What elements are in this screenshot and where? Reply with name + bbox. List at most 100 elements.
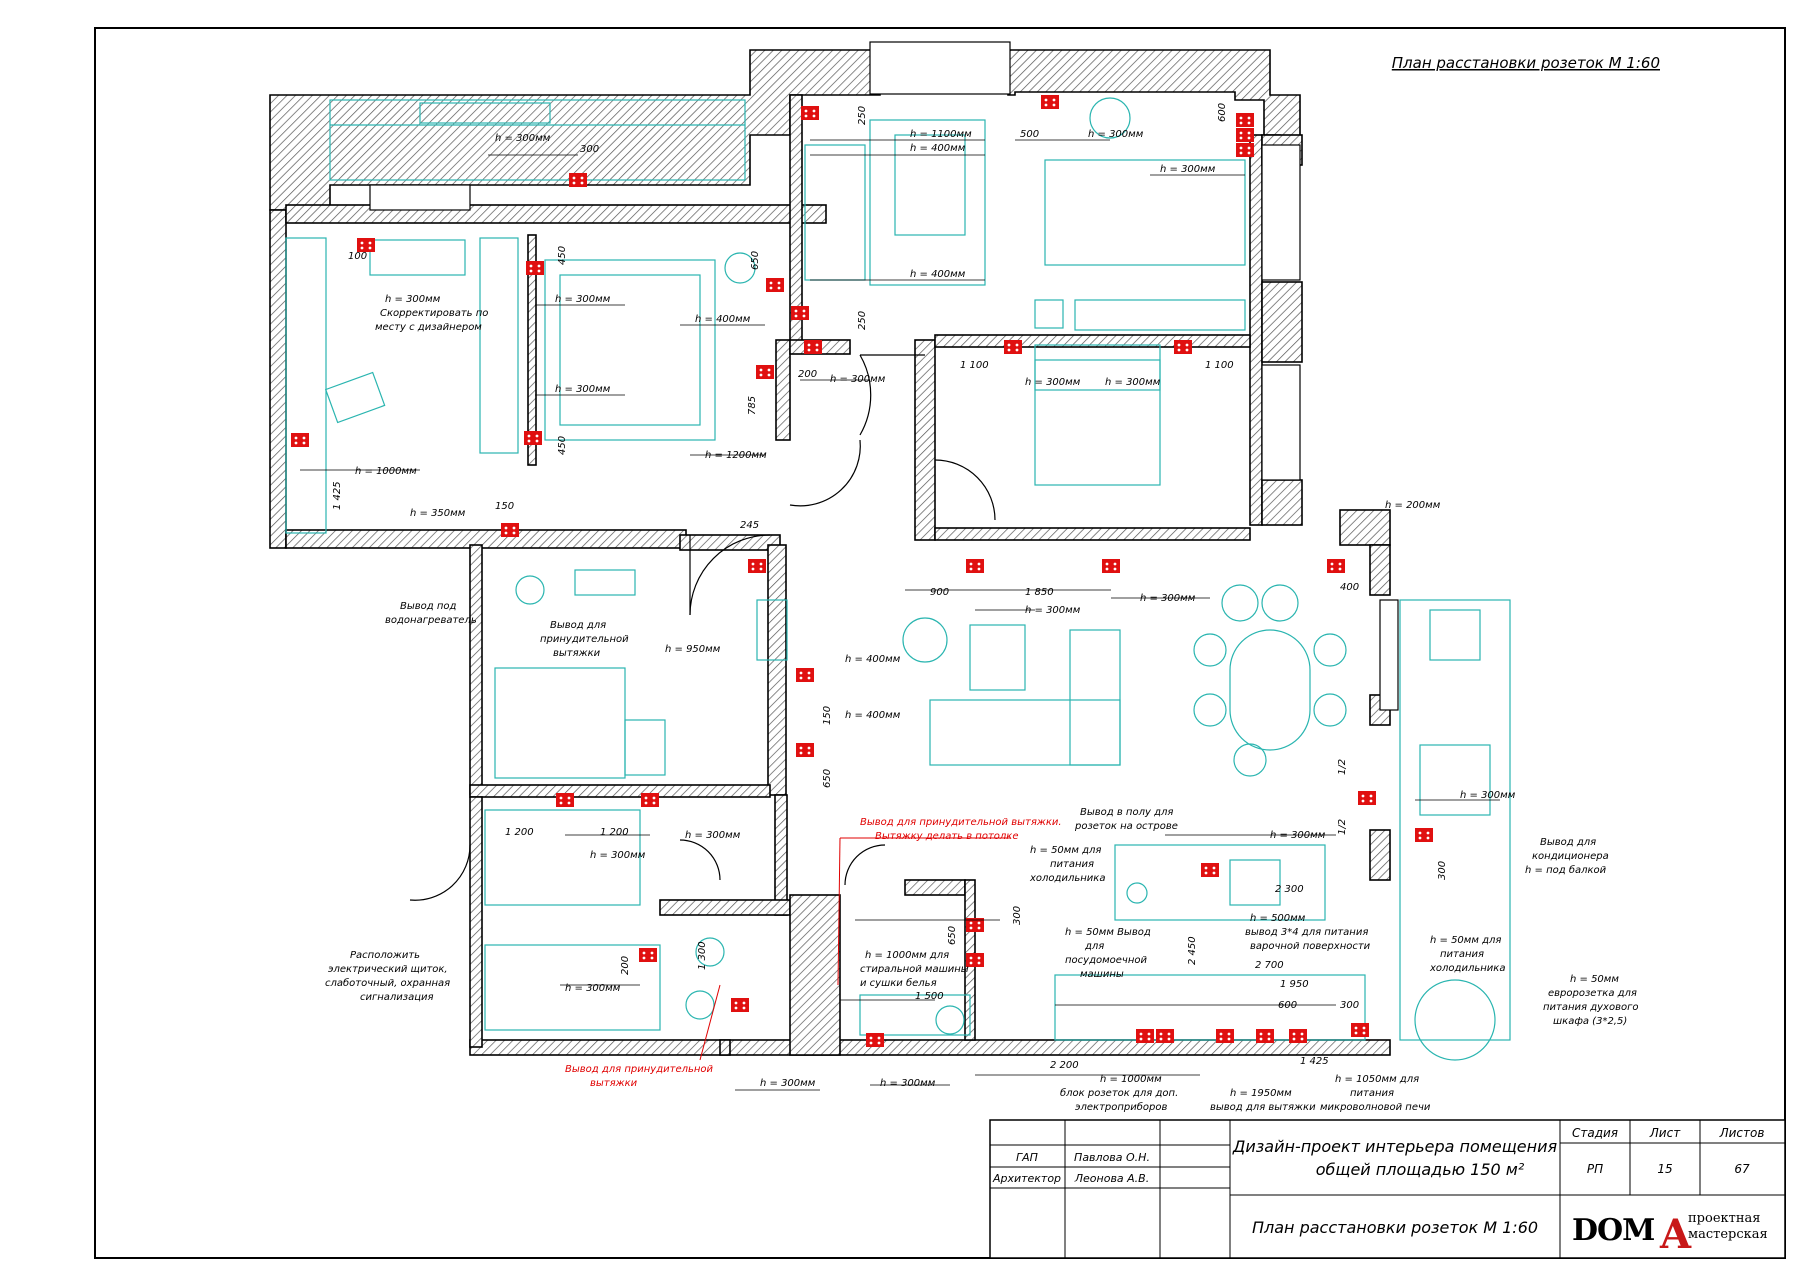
svg-text:1 200: 1 200 (600, 827, 629, 838)
svg-text:холодильника: холодильника (1029, 873, 1105, 884)
svg-text:1 500: 1 500 (915, 991, 944, 1002)
svg-text:150: 150 (822, 706, 833, 725)
svg-text:785: 785 (747, 396, 758, 415)
svg-text:1/2: 1/2 (1337, 759, 1348, 775)
svg-text:h = 400мм: h = 400мм (695, 314, 751, 325)
svg-text:розеток на острове: розеток на острове (1074, 821, 1178, 832)
svg-text:1 200: 1 200 (505, 827, 534, 838)
svg-text:h = 1000мм для: h = 1000мм для (865, 950, 949, 961)
project-area: общей площадью 150 м² (1316, 1160, 1525, 1179)
svg-text:h = 50мм Вывод: h = 50мм Вывод (1065, 927, 1151, 938)
svg-text:h = 300мм: h = 300мм (1270, 830, 1326, 841)
svg-text:h = 300мм: h = 300мм (495, 133, 551, 144)
role-gap: ГАП (1016, 1151, 1038, 1164)
walls (269, 49, 1391, 1056)
svg-text:1 100: 1 100 (960, 360, 989, 371)
svg-text:A: A (1659, 1211, 1692, 1258)
sheet-frame (94, 27, 1786, 1259)
svg-text:и сушки белья: и сушки белья (860, 977, 937, 989)
svg-text:600: 600 (1217, 103, 1228, 122)
svg-text:варочной поверхности: варочной поверхности (1250, 941, 1371, 952)
svg-text:h = 1100мм: h = 1100мм (910, 129, 972, 140)
sheet-title: План расстановки розеток М 1:60 (1392, 54, 1660, 72)
name-architect: Леонова А.В. (1074, 1172, 1149, 1185)
svg-text:питания: питания (1350, 1088, 1394, 1099)
svg-text:1 425: 1 425 (332, 481, 343, 510)
svg-text:450: 450 (557, 246, 568, 265)
svg-text:холодильника: холодильника (1429, 963, 1505, 974)
svg-text:h = 300мм: h = 300мм (760, 1078, 816, 1089)
svg-text:стиральной машины: стиральной машины (860, 964, 969, 975)
svg-text:h = 300мм: h = 300мм (1025, 377, 1081, 388)
svg-text:Вывод для принудительной: Вывод для принудительной (565, 1064, 714, 1075)
svg-text:сигнализация: сигнализация (360, 992, 434, 1003)
svg-text:h = 300мм: h = 300мм (685, 830, 741, 841)
svg-text:300: 300 (1340, 1000, 1359, 1011)
svg-text:h = 300мм: h = 300мм (1105, 377, 1161, 388)
plan-labels: h = 300мм 300 h = 1100мм h = 400мм h = 4… (325, 103, 1638, 1113)
svg-text:слаботочный, охранная: слаботочный, охранная (325, 977, 450, 989)
svg-text:h = 50мм для: h = 50мм для (1430, 935, 1501, 946)
svg-text:h = 1950мм: h = 1950мм (1230, 1088, 1292, 1099)
svg-text:900: 900 (930, 587, 949, 598)
svg-text:шкафа (3*2,5): шкафа (3*2,5) (1553, 1016, 1627, 1027)
stage-value: РП (1587, 1162, 1603, 1176)
svg-text:h = 300мм: h = 300мм (555, 294, 611, 305)
title-block: ГАП Павлова О.Н. Архитектор Леонова А.В.… (989, 1119, 1786, 1259)
svg-text:евророзетка для: евророзетка для (1548, 988, 1637, 999)
svg-text:500: 500 (1020, 129, 1039, 140)
svg-text:Вывод в полу для: Вывод в полу для (1080, 807, 1173, 818)
svg-text:1 100: 1 100 (1205, 360, 1234, 371)
svg-text:кондиционера: кондиционера (1532, 851, 1609, 862)
svg-text:DOM: DOM (1572, 1213, 1654, 1248)
svg-text:2 450: 2 450 (1187, 936, 1198, 965)
svg-text:h = 1050мм для: h = 1050мм для (1335, 1074, 1419, 1085)
svg-text:2 200: 2 200 (1050, 1060, 1079, 1071)
svg-text:проектная: проектная (1688, 1211, 1760, 1226)
red-leaders (699, 837, 1010, 1061)
svg-text:вытяжки: вытяжки (553, 648, 601, 659)
svg-text:h = 300мм: h = 300мм (1160, 164, 1216, 175)
svg-text:1 950: 1 950 (1280, 979, 1309, 990)
svg-text:Расположить: Расположить (350, 950, 420, 961)
svg-text:1 850: 1 850 (1025, 587, 1054, 598)
svg-text:Вытяжку делать в потолке: Вытяжку делать в потолке (875, 831, 1018, 842)
svg-text:микроволновой печи: микроволновой печи (1320, 1102, 1431, 1113)
svg-text:h = 400мм: h = 400мм (845, 710, 901, 721)
svg-text:посудомоечной: посудомоечной (1065, 955, 1147, 966)
svg-text:h = 300мм: h = 300мм (1088, 129, 1144, 140)
svg-text:2 300: 2 300 (1275, 884, 1304, 895)
svg-text:300: 300 (580, 144, 599, 155)
svg-text:h = 500мм: h = 500мм (1250, 913, 1306, 924)
svg-text:электроприборов: электроприборов (1075, 1101, 1167, 1113)
svg-text:h = 300мм: h = 300мм (555, 384, 611, 395)
svg-text:h = 950мм: h = 950мм (665, 644, 721, 655)
svg-text:h = 200мм: h = 200мм (1385, 500, 1441, 511)
svg-text:электрический щиток,: электрический щиток, (328, 964, 448, 975)
svg-text:блок розеток для доп.: блок розеток для доп. (1060, 1087, 1178, 1099)
svg-text:300: 300 (1437, 861, 1448, 880)
svg-text:h = 400мм: h = 400мм (845, 654, 901, 665)
svg-text:650: 650 (947, 926, 958, 945)
col-sheets: Листов (1719, 1126, 1765, 1140)
name-gap: Павлова О.Н. (1074, 1151, 1150, 1164)
svg-text:машины: машины (1080, 969, 1124, 980)
svg-text:h = 350мм: h = 350мм (410, 508, 466, 519)
svg-text:h = 300мм: h = 300мм (590, 850, 646, 861)
svg-text:вытяжки: вытяжки (590, 1078, 638, 1089)
svg-text:вывод для вытяжки: вывод для вытяжки (1210, 1102, 1316, 1113)
svg-text:h = 50мм: h = 50мм (1570, 974, 1619, 985)
svg-text:300: 300 (1012, 906, 1023, 925)
studio-logo: DOM A проектная мастерская (1572, 1211, 1768, 1258)
svg-text:питания: питания (1440, 949, 1484, 960)
svg-text:650: 650 (822, 769, 833, 788)
svg-text:250: 250 (857, 311, 868, 330)
svg-text:h = 300мм: h = 300мм (1025, 605, 1081, 616)
svg-text:h = под балкой: h = под балкой (1525, 864, 1607, 876)
svg-text:245: 245 (740, 520, 759, 531)
svg-text:Вывод под: Вывод под (400, 601, 457, 612)
svg-text:2 700: 2 700 (1255, 960, 1284, 971)
svg-text:h = 400мм: h = 400мм (910, 143, 966, 154)
svg-text:600: 600 (1278, 1000, 1297, 1011)
furniture (285, 97, 1511, 1061)
